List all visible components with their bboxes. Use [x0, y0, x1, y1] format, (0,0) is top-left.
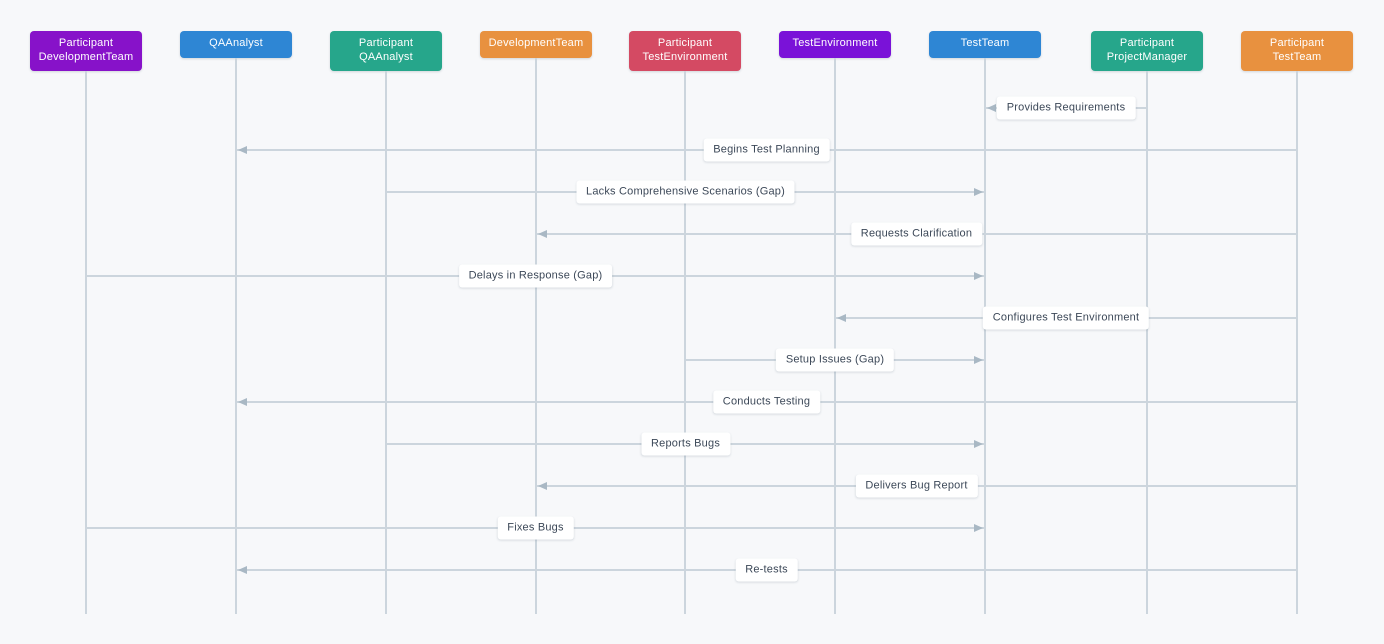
participant-box-participant-developmentteam: Participant DevelopmentTeam — [30, 31, 142, 71]
participant-label: DevelopmentTeam — [488, 37, 584, 50]
message-arrowhead-icon — [974, 356, 983, 364]
message-label: Delivers Bug Report — [855, 474, 978, 498]
message-label: Setup Issues (Gap) — [775, 348, 895, 372]
lifeline-participant-developmentteam — [85, 71, 87, 614]
message-arrowhead-icon — [974, 188, 983, 196]
lifeline-participant-projectmanager — [1146, 71, 1148, 614]
participant-box-testteam: TestTeam — [929, 31, 1041, 58]
participant-box-participant-qaanalyst: Participant QAAnalyst — [330, 31, 442, 71]
lifeline-testteam — [984, 58, 986, 614]
message-arrowhead-icon — [974, 440, 983, 448]
message-arrowhead-icon — [238, 398, 247, 406]
message-label: Delays in Response (Gap) — [458, 264, 613, 288]
participant-box-qaanalyst: QAAnalyst — [180, 31, 292, 58]
lifeline-participant-testteam — [1296, 71, 1298, 614]
message-label: Fixes Bugs — [497, 516, 574, 540]
message-label: Provides Requirements — [996, 96, 1136, 120]
message-label: Lacks Comprehensive Scenarios (Gap) — [576, 180, 795, 204]
participant-label: Participant TestTeam — [1269, 37, 1325, 63]
message-arrowhead-icon — [974, 524, 983, 532]
lifeline-qaanalyst — [235, 58, 237, 614]
message-arrowhead-icon — [837, 314, 846, 322]
message-arrowhead-icon — [538, 482, 547, 490]
message-arrowhead-icon — [238, 566, 247, 574]
participant-label: QAAnalyst — [209, 37, 263, 50]
message-label: Re-tests — [735, 558, 798, 582]
participant-box-developmentteam: DevelopmentTeam — [480, 31, 592, 58]
message-arrowhead-icon — [538, 230, 547, 238]
lifeline-participant-testenvironment — [684, 71, 686, 614]
lifeline-developmentteam — [535, 58, 537, 614]
lifeline-participant-qaanalyst — [385, 71, 387, 614]
participant-label: TestTeam — [960, 37, 1010, 50]
message-label: Conducts Testing — [712, 390, 821, 414]
participant-label: Participant DevelopmentTeam — [38, 37, 134, 63]
participant-label: Participant ProjectManager — [1106, 37, 1188, 63]
message-label: Begins Test Planning — [703, 138, 830, 162]
participant-box-participant-testenvironment: Participant TestEnvironment — [629, 31, 741, 71]
message-label: Configures Test Environment — [982, 306, 1150, 330]
message-arrowhead-icon — [974, 272, 983, 280]
message-arrowhead-icon — [987, 104, 996, 112]
message-arrowhead-icon — [238, 146, 247, 154]
message-label: Reports Bugs — [640, 432, 731, 456]
message-label: Requests Clarification — [850, 222, 983, 246]
lifeline-testenvironment — [834, 58, 836, 614]
participant-box-participant-projectmanager: Participant ProjectManager — [1091, 31, 1203, 71]
participant-box-testenvironment: TestEnvironment — [779, 31, 891, 58]
participant-label: Participant TestEnvironment — [642, 37, 728, 63]
participant-box-participant-testteam: Participant TestTeam — [1241, 31, 1353, 71]
participant-label: Participant QAAnalyst — [358, 37, 414, 63]
participant-label: TestEnvironment — [792, 37, 878, 50]
